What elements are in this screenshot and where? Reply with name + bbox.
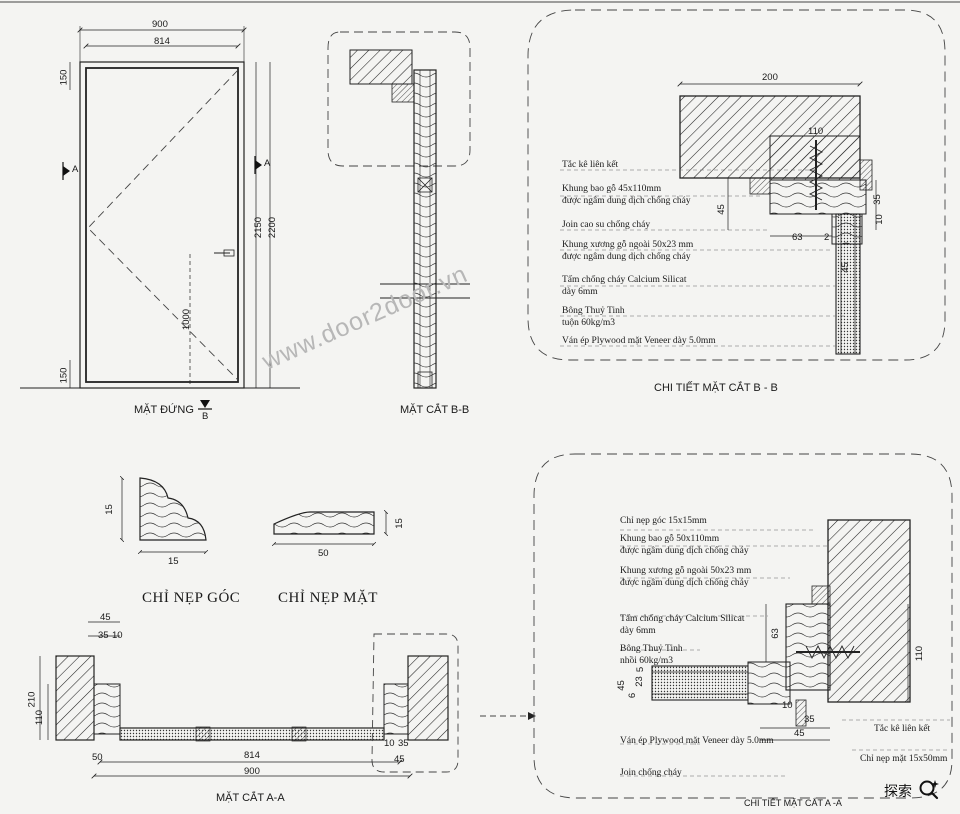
dim-aa-900: 900: [244, 766, 260, 777]
dim-200: 200: [762, 72, 778, 83]
section-marker-a-right: A: [264, 158, 271, 169]
search-label: 探索: [884, 784, 912, 800]
dim-1000: 1000: [181, 308, 193, 331]
dim-corner-h: 15: [103, 504, 115, 515]
dim-150-top: 150: [58, 69, 70, 86]
search-button[interactable]: 探索: [884, 778, 940, 805]
dim-aa-10: 10: [112, 630, 123, 641]
note-aa-3: Khung xương gỗ ngoài 50x23 mm: [620, 566, 752, 576]
note-aa-0: Chỉ nẹp góc 15x15mm: [620, 516, 707, 526]
dim-daa-6: 6: [627, 692, 639, 699]
dim-daa-110: 110: [914, 645, 926, 662]
note-bb-7: dày 6mm: [562, 287, 598, 297]
note-aa-10: Join chống cháy: [620, 768, 682, 778]
dim-aa-110: 110: [34, 709, 46, 726]
dim-63: 63: [792, 232, 803, 243]
dim-face-h: 15: [393, 518, 405, 529]
dim-daa-63: 63: [769, 628, 781, 639]
search-sparkle-icon: [918, 778, 940, 805]
note-bb-3: Join cao su chống cháy: [562, 220, 651, 230]
door-elevation: [20, 26, 300, 410]
note-aa-9: Ván ép Plywood mặt Veneer dày 5.0mm: [620, 736, 774, 746]
note-bb-5: được ngâm dung dịch chống cháy: [562, 252, 691, 262]
note-bb-10: Ván ép Plywood mặt Veneer dày 5.0mm: [562, 336, 716, 346]
corner-profile-title: CHỈ NẸP GÓC: [142, 590, 241, 606]
detail-bb-title: CHI TIẾT MẶT CẮT B - B: [654, 382, 778, 394]
dim-45: 45: [715, 204, 727, 215]
dim-150-bottom: 150: [58, 367, 70, 384]
section-aa: [39, 621, 536, 776]
dim-2200: 2200: [267, 216, 279, 239]
note-bb-0: Tắc kê liên kết: [562, 160, 619, 170]
section-marker-b: B: [202, 411, 209, 422]
dim-face-w: 50: [318, 548, 329, 559]
note-aa-4: được ngâm dung dịch chống cháy: [620, 578, 749, 588]
note-aa-5: Tấm chống cháy Calcium Silicat: [620, 614, 745, 624]
note-aa-8: nhồi 60kg/m3: [620, 656, 674, 666]
note-bb-1: Khung bao gỗ 45x110mm: [562, 184, 662, 194]
dim-110: 110: [808, 126, 824, 137]
dim-daa-45: 45: [794, 728, 805, 739]
note-bb-6: Tấm chống cháy Calcium Silicat: [562, 275, 687, 285]
dim-35: 35: [871, 194, 883, 205]
dim-daa-10: 10: [782, 700, 793, 711]
note-bb-2: được ngâm dung dịch chống cháy: [562, 196, 691, 206]
dim-aa-35: 35: [98, 630, 109, 641]
dim-900: 900: [152, 19, 168, 30]
section-aa-title: MẶT CẮT A-A: [216, 792, 285, 804]
note-bb-4: Khung xương gỗ ngoài 50x23 mm: [562, 240, 694, 250]
note-aa-7: Bông Thuỷ Tinh: [620, 644, 683, 654]
dim-2150: 2150: [253, 216, 265, 239]
profile-face: [274, 512, 386, 544]
note-bb-9: tuộn 60kg/m3: [562, 318, 616, 328]
dim-daa-23: 23: [633, 676, 645, 687]
dim-aa-10-b: 10: [384, 738, 395, 749]
dim-aa-45: 45: [100, 612, 111, 623]
section-bb-small: [327, 31, 471, 389]
detail-bb: [527, 9, 946, 361]
dim-45-b: 45: [839, 262, 851, 273]
dim-aa-35-b: 35: [398, 738, 409, 749]
section-marker-a-left: A: [72, 164, 79, 175]
dim-daa-35: 35: [804, 714, 815, 725]
note-aa-2: được ngâm dung dịch chống cháy: [620, 546, 749, 556]
note-aa-11: Tắc kê liên kết: [874, 724, 931, 734]
note-aa-6: dày 6mm: [620, 626, 656, 636]
section-bb-title: MẶT CẮT B-B: [400, 404, 470, 416]
dim-814: 814: [154, 36, 170, 47]
dim-aa-210: 210: [26, 691, 38, 708]
note-aa-12: Chỉ nẹp mặt 15x50mm: [860, 754, 948, 764]
dim-aa-814: 814: [244, 750, 260, 761]
dim-daa-5: 5: [635, 666, 647, 673]
dim-corner-w: 15: [168, 556, 179, 567]
dim-aa-50: 50: [92, 752, 103, 763]
profile-corner: [122, 478, 206, 552]
dim-daa-45: 45: [615, 680, 627, 691]
note-bb-8: Bông Thuỷ Tinh: [562, 306, 625, 316]
face-profile-title: CHỈ NẸP MẶT: [278, 590, 378, 606]
dim-10: 10: [873, 214, 885, 225]
dim-2: 2: [824, 232, 830, 243]
detail-aa: [533, 453, 953, 799]
dim-aa-45-b: 45: [394, 754, 405, 765]
detail-aa-title: CHI TIẾT MẶT CẮT A -A: [744, 798, 842, 808]
elevation-title: MẶT ĐỨNG: [134, 404, 194, 416]
note-aa-1: Khung bao gỗ 50x110mm: [620, 534, 720, 544]
